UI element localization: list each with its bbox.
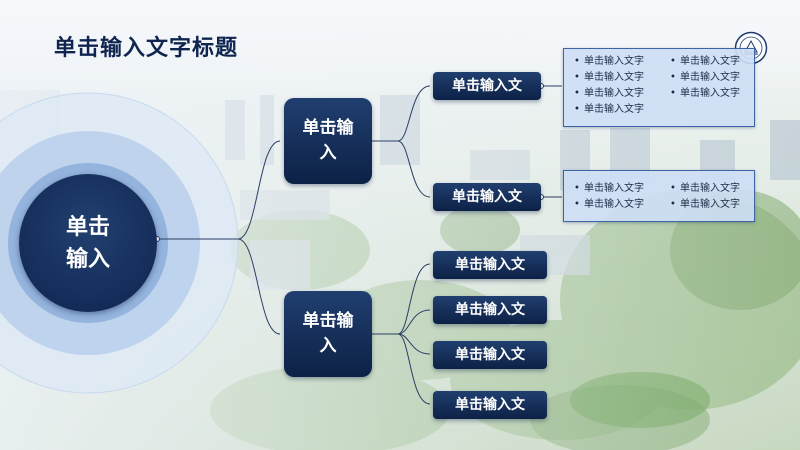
leaf-node[interactable]: 单击输入文 <box>433 341 547 369</box>
panel-column-2: •单击输入文字 •单击输入文字 <box>670 181 740 213</box>
panel-column-1: •单击输入文字 •单击输入文字 <box>574 181 644 213</box>
panel-bullet-item: •单击输入文字 <box>574 199 644 210</box>
leaf-node[interactable]: 单击输入文 <box>433 72 541 100</box>
panel-bullet-item: •单击输入文字 <box>670 88 740 99</box>
panel-bullet-item: •单击输入文字 <box>670 56 740 67</box>
panel-bullet-item: •单击输入文字 <box>574 104 644 115</box>
leaf-node[interactable]: 单击输入文 <box>433 251 547 279</box>
center-node-label: 单击输入 <box>65 214 110 272</box>
center-node[interactable]: 单击输入 <box>19 174 157 312</box>
branch-node-label: 单击输入 <box>302 311 354 356</box>
branch-node-1[interactable]: 单击输入 <box>284 98 372 184</box>
page-title[interactable]: 单击输入文字标题 <box>54 35 239 61</box>
panel-column-2: •单击输入文字 •单击输入文字 •单击输入文字 <box>670 54 740 102</box>
panel-column-1: •单击输入文字 •单击输入文字 •单击输入文字 •单击输入文字 <box>574 54 644 118</box>
leaf-node[interactable]: 单击输入文 <box>433 296 547 324</box>
panel-bullet-item: •单击输入文字 <box>574 72 644 83</box>
branch-node-label: 单击输入 <box>302 118 354 163</box>
text-panel-2[interactable]: •单击输入文字 •单击输入文字 •单击输入文字 •单击输入文字 <box>563 170 755 222</box>
leaf-node[interactable]: 单击输入文 <box>433 183 541 211</box>
panel-bullet-item: •单击输入文字 <box>670 72 740 83</box>
panel-bullet-item: •单击输入文字 <box>574 56 644 67</box>
leaf-node[interactable]: 单击输入文 <box>433 391 547 419</box>
panel-bullet-item: •单击输入文字 <box>574 88 644 99</box>
panel-bullet-item: •单击输入文字 <box>670 199 740 210</box>
text-panel-1[interactable]: •单击输入文字 •单击输入文字 •单击输入文字 •单击输入文字 •单击输入文字 … <box>563 48 755 127</box>
panel-bullet-item: •单击输入文字 <box>574 183 644 194</box>
panel-bullet-item: •单击输入文字 <box>670 183 740 194</box>
branch-node-2[interactable]: 单击输入 <box>284 291 372 377</box>
